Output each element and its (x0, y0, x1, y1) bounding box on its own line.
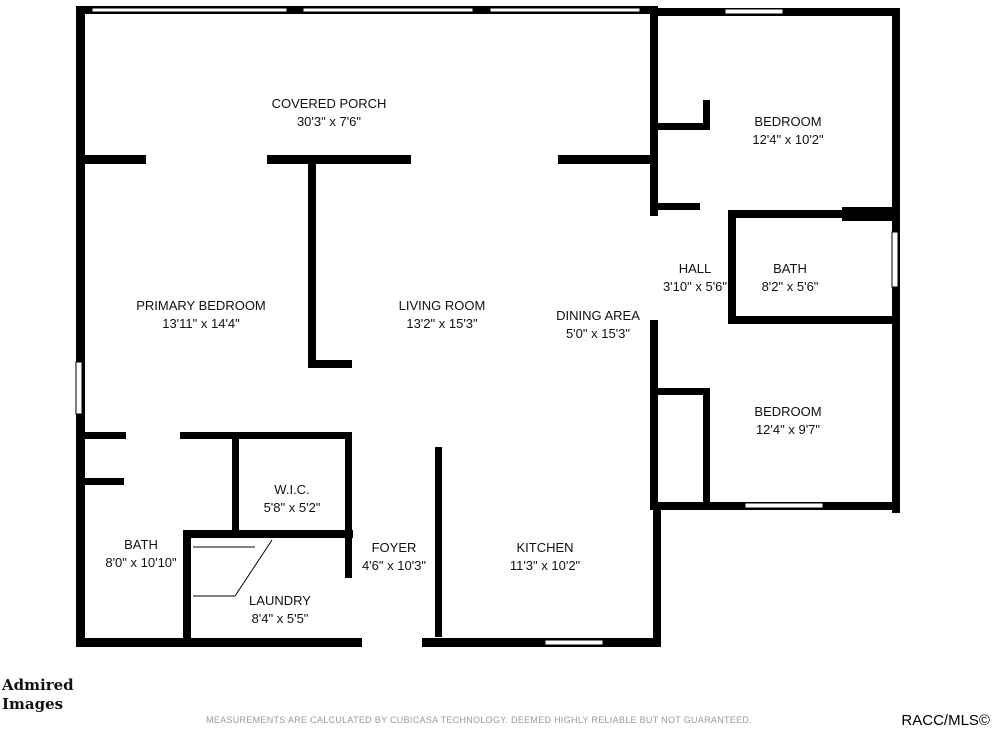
laundry-appliance (193, 539, 273, 597)
room-name-covered-porch: COVERED PORCH (272, 96, 387, 111)
room-name-bath-2: BATH (124, 537, 158, 552)
room-name-hall: HALL (679, 261, 712, 276)
room-dims-foyer: 4'6" x 10'3" (362, 558, 426, 573)
measurement-disclaimer: MEASUREMENTS ARE CALCULATED BY CUBICASA … (206, 715, 752, 725)
room-dims-wic: 5'8" x 5'2" (264, 500, 321, 515)
room-dims-dining-area: 5'0" x 15'3" (566, 326, 630, 341)
room-name-bath-1: BATH (773, 261, 807, 276)
room-name-bedroom-2: BEDROOM (754, 404, 821, 419)
room-dims-bath-2: 8'0" x 10'10" (105, 555, 177, 570)
room-name-kitchen: KITCHEN (516, 540, 573, 555)
room-name-bedroom-1: BEDROOM (754, 114, 821, 129)
room-dims-laundry: 8'4" x 5'5" (252, 611, 309, 626)
room-dims-hall: 3'10" x 5'6" (663, 279, 727, 294)
room-name-foyer: FOYER (372, 540, 417, 555)
logo-line-1: Admired (2, 676, 74, 694)
room-name-wic: W.I.C. (274, 482, 309, 497)
room-dims-bedroom-2: 12'4" x 9'7" (756, 422, 820, 437)
logo-line-2: Images (2, 695, 64, 713)
room-name-living-room: LIVING ROOM (399, 298, 486, 313)
room-dims-bedroom-1: 12'4" x 10'2" (752, 132, 824, 147)
room-dims-primary-bedroom: 13'11" x 14'4" (162, 316, 240, 331)
room-dims-bath-1: 8'2" x 5'6" (762, 279, 819, 294)
brand-logo: Admired Images (2, 676, 74, 714)
mls-credit: RACC/MLS© (901, 712, 990, 729)
room-dims-living-room: 13'2" x 15'3" (406, 316, 478, 331)
room-name-laundry: LAUNDRY (249, 593, 311, 608)
room-name-dining-area: DINING AREA (556, 308, 640, 323)
windows (75, 7, 899, 646)
room-dims-kitchen: 11'3" x 10'2" (510, 558, 581, 573)
room-dims-covered-porch: 30'3" x 7'6" (297, 114, 361, 129)
room-name-primary-bedroom: PRIMARY BEDROOM (136, 298, 266, 313)
